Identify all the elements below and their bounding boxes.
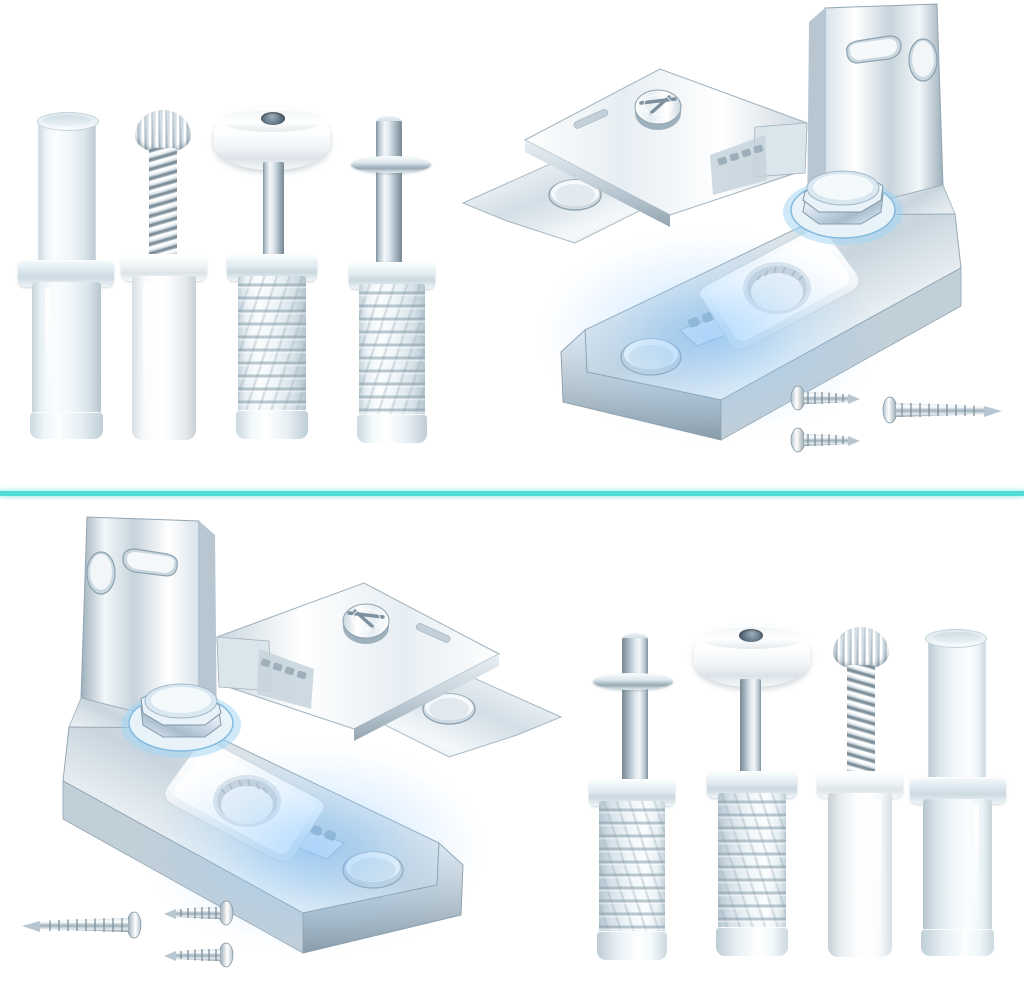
wood-screw-long	[882, 396, 1002, 424]
screw-thread	[149, 148, 177, 260]
wood-screws-svg	[22, 900, 234, 968]
flat-metal-top-bracket	[455, 55, 855, 295]
wood-screw-short-1	[164, 900, 234, 926]
white-plastic-sleeve	[828, 793, 892, 957]
locking-screw-icon	[342, 603, 390, 644]
wood-screw-long	[22, 911, 142, 939]
wood-screw-short-1	[790, 385, 860, 411]
hex-lock-nut	[121, 683, 241, 758]
wood-screw-short-2	[790, 427, 860, 453]
panel-divider	[0, 491, 1024, 496]
panel-bottom	[0, 501, 1024, 997]
clear-plastic-guide-sleeve	[910, 629, 1006, 959]
flat-bracket-svg	[461, 68, 808, 244]
flat-bracket-svg	[216, 582, 563, 758]
pivot-pin-shaft	[622, 638, 648, 784]
ribbed-anchor-body	[359, 284, 425, 420]
knurled-screw-head	[833, 627, 889, 669]
anchor-foot	[597, 931, 667, 960]
pin-flange	[351, 156, 431, 173]
panel-top	[0, 0, 1024, 492]
pivot-pin-shaft	[376, 121, 402, 267]
wood-screws-group	[770, 380, 1020, 460]
ribbed-anchor-body	[238, 276, 306, 416]
hex-socket-icon	[261, 112, 285, 125]
ribbed-anchor-body	[718, 793, 786, 933]
knurled-thumb-screw-assembly	[814, 627, 906, 959]
wood-screws-group	[4, 895, 254, 975]
pivot-shaft	[740, 679, 761, 777]
knurled-screw-head	[135, 110, 191, 152]
hex-lock-nut	[783, 170, 903, 245]
metal-pivot-pin-assembly	[345, 116, 443, 444]
anchor-foot	[236, 410, 308, 439]
screw-thread	[847, 665, 875, 777]
locking-screw-icon	[634, 89, 682, 130]
clear-plastic-guide-sleeve	[18, 112, 114, 442]
anchor-foot	[716, 927, 788, 956]
hex-socket-icon	[739, 629, 763, 642]
L-shaped-bottom-bracket	[19, 513, 499, 973]
pivot-shaft	[263, 162, 284, 260]
knurled-thumb-screw-assembly	[118, 110, 210, 442]
anchor-foot	[357, 414, 427, 443]
ribbed-anchor-body	[599, 801, 665, 937]
wood-screw-short-2	[164, 942, 234, 968]
white-plastic-sleeve	[132, 276, 196, 440]
pin-flange	[593, 673, 673, 690]
wood-screws-svg	[790, 385, 1002, 453]
metal-pivot-pin-assembly	[581, 633, 679, 961]
flat-metal-top-bracket	[169, 569, 569, 809]
white-cap-pivot-assembly	[214, 104, 330, 444]
white-cap-pivot-assembly	[694, 621, 810, 961]
